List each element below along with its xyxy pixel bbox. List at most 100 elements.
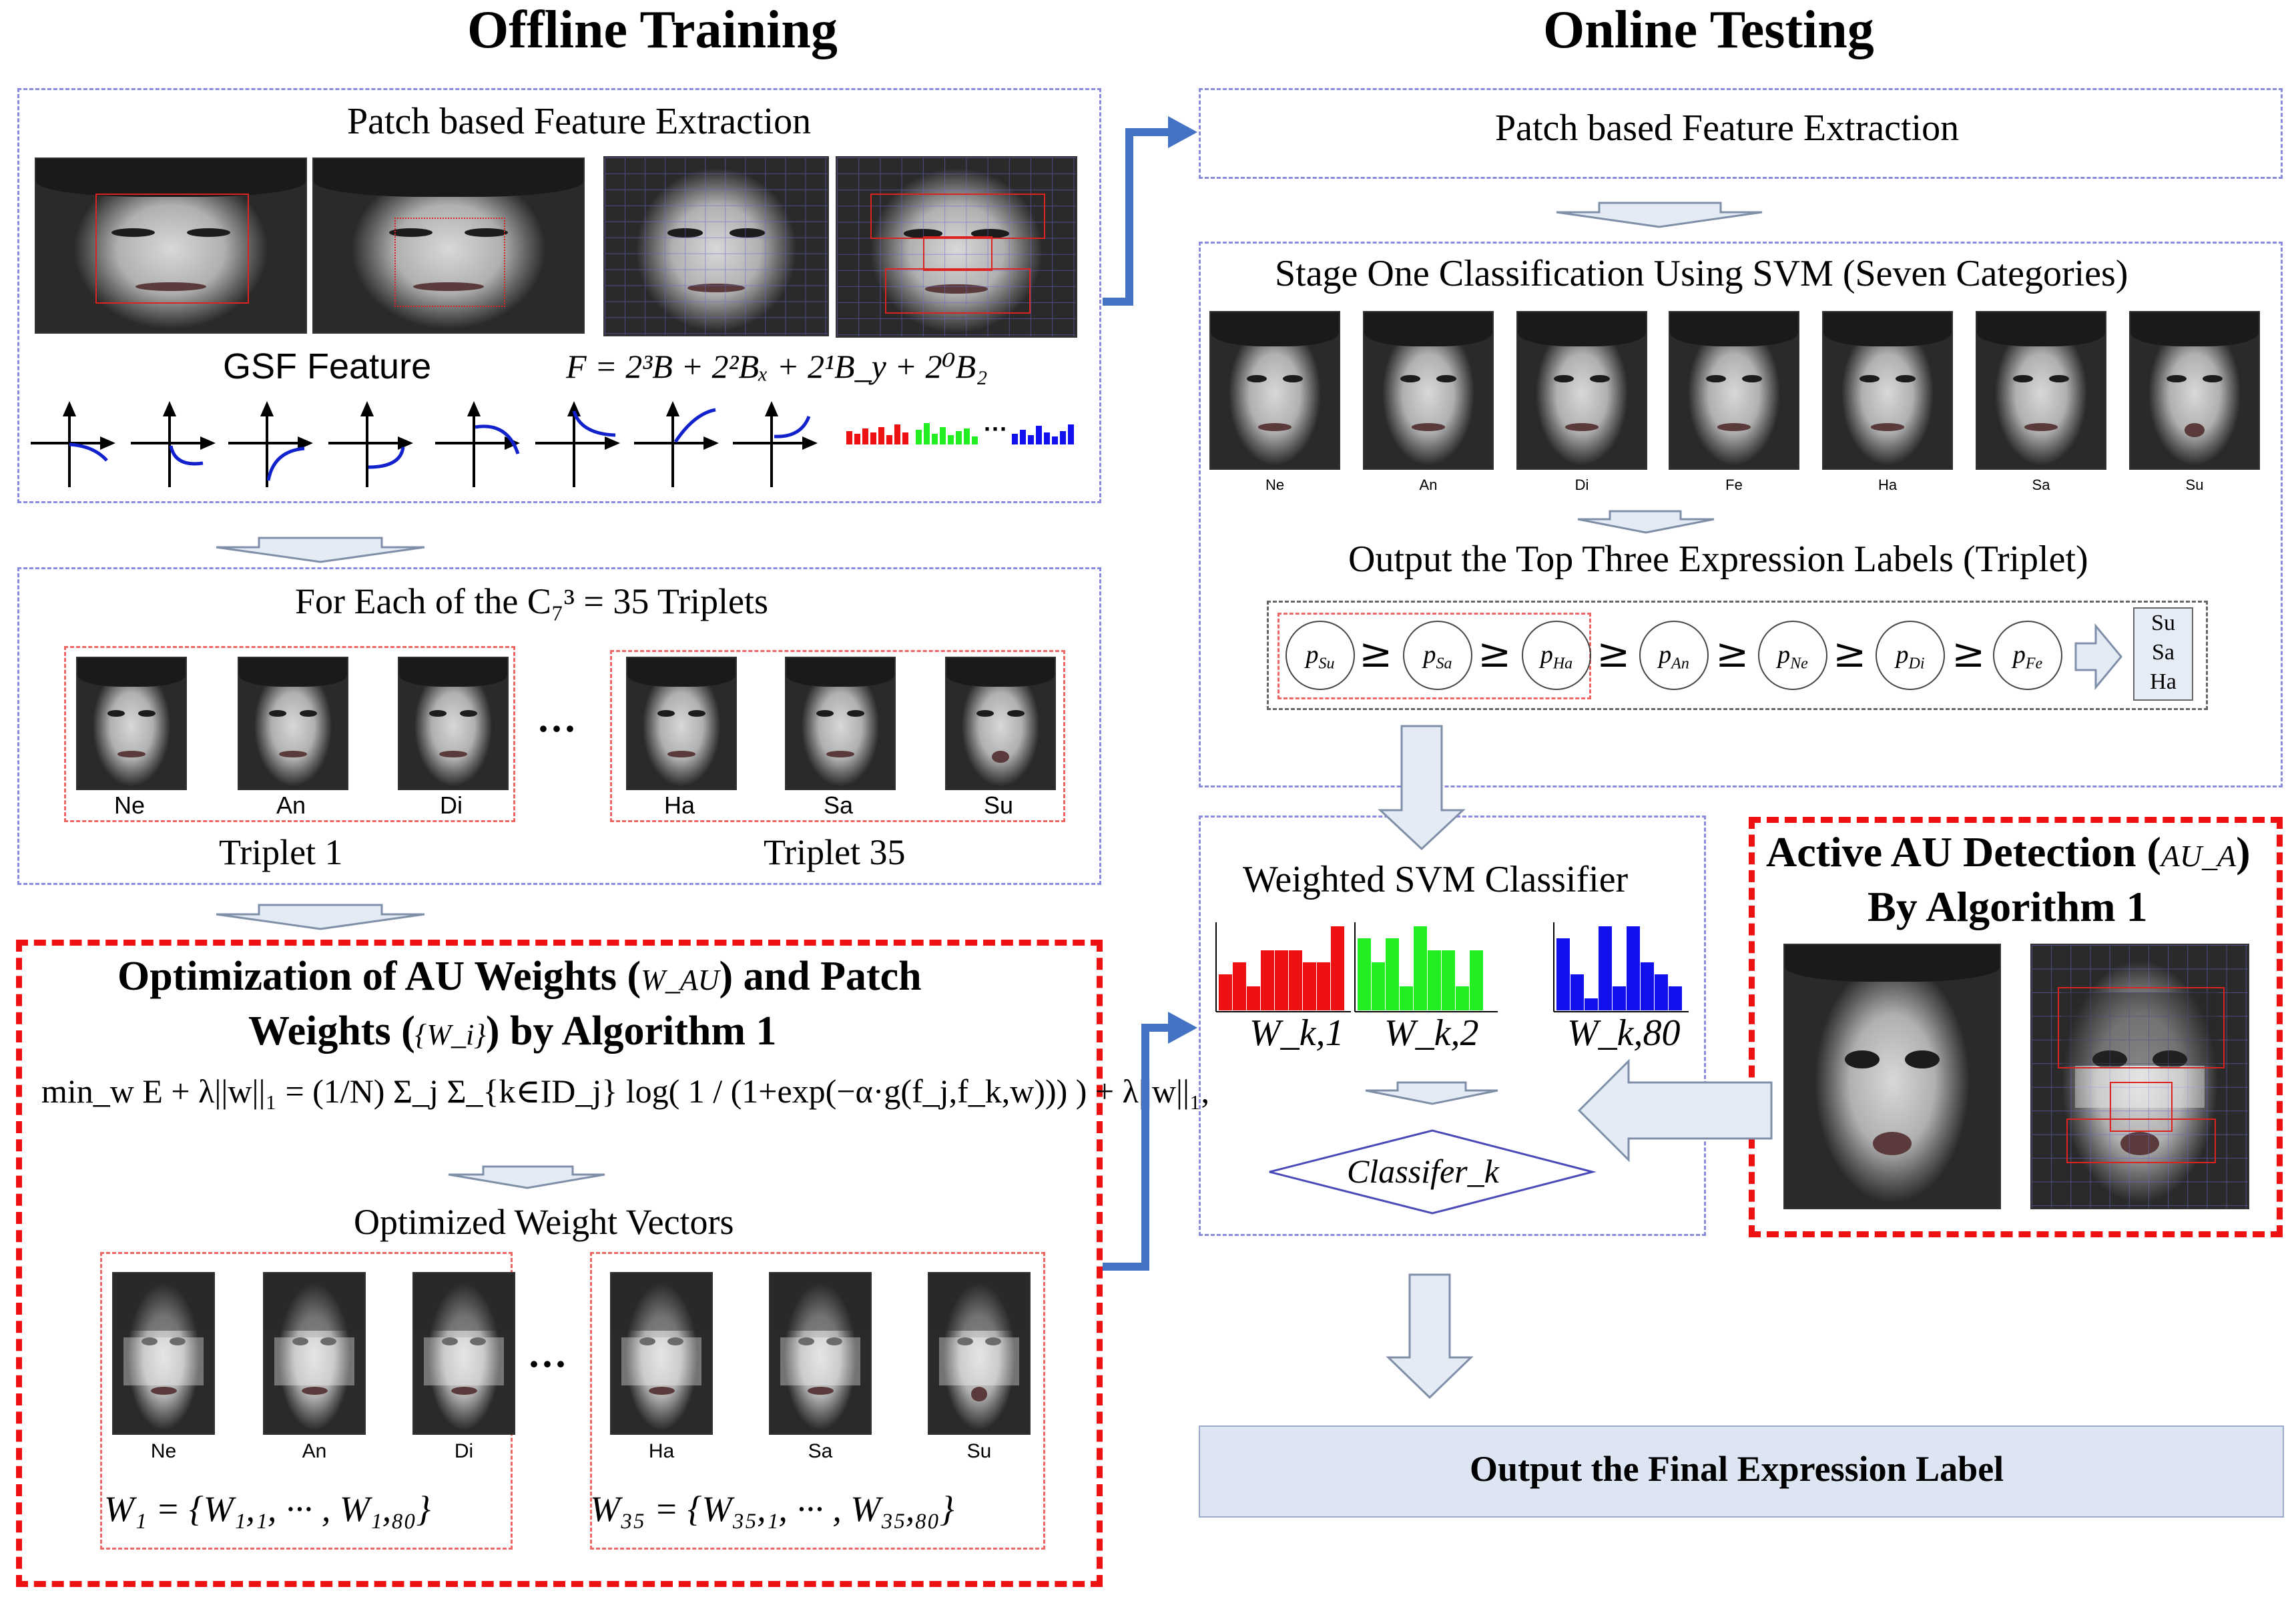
hist-red-bar [1247, 986, 1260, 1010]
optimization-block [16, 940, 1103, 1587]
block-arrow-down-svm [1365, 1081, 1498, 1105]
gsf-formula: F = 2³B + 2²Bₓ + 2¹B_y + 2⁰B₂ [566, 348, 988, 385]
hist-red-bars [1219, 926, 1344, 1010]
face-image-grid [603, 156, 829, 336]
hist-green-bar [1358, 938, 1371, 1010]
au-title-prefix: Active AU Detection ( [1766, 828, 2161, 876]
triplet-result-box: Su Sa Ha [2133, 607, 2193, 701]
block-arrow-down-online-1 [1556, 202, 1763, 228]
block-arrow-down-offline-2 [216, 904, 425, 930]
objective-formula: min_w E + λ||w||₁ = (1/N) Σ_j Σ_{k∈ID_j}… [41, 1072, 1209, 1110]
gsf-hist-ellipsis: ··· [984, 415, 1008, 442]
weight-face-sa [769, 1272, 872, 1435]
gsf-filter-icon [328, 401, 413, 487]
hist-blue-bar [1613, 986, 1626, 1010]
w35-formula: W₃₅ = {W₃₅,₁, ··· , W₃₅,₈₀} [590, 1489, 954, 1529]
triplet-block [17, 567, 1101, 885]
weighted-svm-title: Weighted SVM Classifier [1243, 859, 1629, 900]
weight-ellipsis: ··· [527, 1342, 568, 1386]
au-title-line1: Active AU Detection (AU_A) [1766, 828, 2251, 877]
triplet-face-di [398, 657, 509, 790]
hist-green-bar [1428, 950, 1441, 1010]
w1-formula: W₁ = {W₁,₁, ··· , W₁,₈₀} [104, 1489, 431, 1529]
geq-1: ≥ [1359, 630, 1393, 677]
geq-6: ≥ [1952, 630, 1986, 677]
hist-green-bar [1442, 950, 1455, 1010]
weight-face-di [412, 1272, 515, 1435]
weight-caption-ne: Ne [150, 1440, 177, 1462]
triplet-face-an [238, 657, 348, 790]
weight-face-ha [610, 1272, 713, 1435]
hist-green-bar [1386, 938, 1399, 1010]
opt-title-prefix: Optimization of AU Weights ( [117, 954, 641, 999]
classifier-diamond [1269, 1129, 1597, 1215]
weight-caption-sa: Sa [808, 1440, 833, 1462]
opt-w-au: W_AU [641, 964, 720, 996]
prob-di: pDi [1876, 621, 1945, 690]
geq-5: ≥ [1833, 630, 1867, 677]
triplet1-group [64, 646, 515, 822]
weight-face-ne [112, 1272, 215, 1435]
geq-4: ≥ [1715, 630, 1749, 677]
triplet-caption-su: Su [983, 791, 1014, 819]
weight-label-k1: W_k,1 [1249, 1012, 1344, 1054]
weight-label-k80: W_k,80 [1567, 1012, 1681, 1054]
prob-sa: pSa [1403, 621, 1472, 690]
online-patch-block [1199, 88, 2283, 179]
blue-arrowhead-bottom [1168, 1012, 1197, 1044]
au-title-sym: AU_A [2161, 839, 2237, 873]
triplet-caption-ha: Ha [663, 791, 695, 819]
block-arrow-down-offline-1b [216, 537, 425, 563]
hist-blue-bar [1599, 926, 1612, 1010]
geq-2: ≥ [1478, 630, 1512, 677]
w35-group [590, 1252, 1045, 1550]
triplet-title: For Each of the C₇³ = 35 Triplets [295, 581, 768, 621]
gsf-filter-icon [435, 401, 520, 487]
stage-caption-fe: Fe [1725, 476, 1743, 493]
weight-label-k2: W_k,2 [1384, 1012, 1479, 1054]
blue-arrow-top [1103, 128, 1175, 306]
triplet-face-sa [785, 657, 896, 790]
hist-blue-bar [1585, 998, 1598, 1010]
triplet-caption-an: An [276, 791, 306, 819]
gsf-filter-icon [733, 401, 818, 487]
hist-red-axes [1215, 922, 1351, 1012]
hist-green-bar [1414, 926, 1427, 1010]
hist-red-bar [1289, 950, 1302, 1010]
au-title-line2: By Algorithm 1 [1868, 883, 2148, 930]
hist-blue-bars [1556, 926, 1682, 1010]
hist-blue-bar [1570, 974, 1584, 1010]
stage-one-title: Stage One Classification Using SVM (Seve… [1275, 253, 2128, 294]
opt-title-line1: Optimization of AU Weights (W_AU) and Pa… [117, 953, 922, 1000]
hist-red-bar [1275, 950, 1288, 1010]
gsf-filter-icon [31, 401, 115, 487]
face-image-landmarks [312, 157, 585, 334]
hist-red-bar [1317, 962, 1330, 1010]
hist-blue-bar [1669, 986, 1682, 1010]
gsf-filter-icon [228, 401, 313, 487]
opt-title2-prefix: Weights ( [248, 1008, 415, 1054]
stage-caption-ha: Ha [1878, 476, 1898, 493]
block-arrow-down-opt [448, 1165, 605, 1189]
opt-vectors-title: Optimized Weight Vectors [354, 1202, 734, 1242]
triplet-result-su: Su [2151, 611, 2175, 635]
prob-su: pSu [1285, 621, 1355, 690]
block-arrow-down-stage [1378, 725, 1466, 851]
au-title-suffix: ) [2236, 828, 2251, 876]
weight-face-an [263, 1272, 366, 1435]
hist-blue-bar [1556, 938, 1570, 1010]
weight-caption-di: Di [454, 1440, 474, 1462]
au-detection-block [1749, 817, 2283, 1237]
ranking-box [1267, 601, 2208, 710]
stage-caption-an: An [1419, 476, 1438, 493]
hist-red-bar [1303, 962, 1316, 1010]
top3-title: Output the Top Three Expression Labels (… [1348, 539, 2088, 580]
prob-ha: pHa [1522, 621, 1591, 690]
hist-blue-bar [1655, 974, 1668, 1010]
hist-blue-bar [1627, 926, 1640, 1010]
prob-ne: pNe [1758, 621, 1827, 690]
classifier-label: Classifer_k [1347, 1153, 1499, 1190]
offline-patch-title: Patch based Feature Extraction [347, 101, 812, 142]
